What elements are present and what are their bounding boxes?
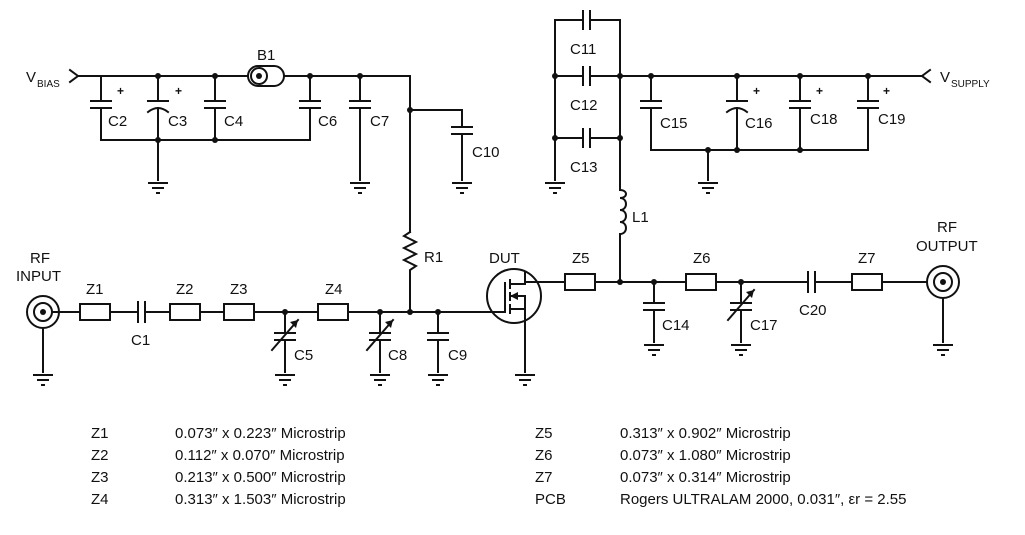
c19-polarity: + xyxy=(883,84,890,98)
vbias-label: V xyxy=(26,69,36,86)
c16-polarity: + xyxy=(753,84,760,98)
b1-label: B1 xyxy=(257,47,275,64)
rf-input-label-2: INPUT xyxy=(16,268,61,285)
rf-input-label-1: RF xyxy=(30,250,50,267)
z5-label: Z5 xyxy=(572,250,590,267)
c4-label: C4 xyxy=(224,113,243,130)
c3-polarity: + xyxy=(175,84,182,98)
c1-label: C1 xyxy=(131,332,150,349)
input-network: RF INPUT Z1 C1 Z2 Z3 C5 xyxy=(16,250,491,386)
z3-label: Z3 xyxy=(230,281,248,298)
c16-label: C16 xyxy=(745,115,773,132)
c11-label: C11 xyxy=(570,41,596,58)
c19-label: C19 xyxy=(878,111,906,128)
output-network: Z5 C14 Z6 C17 C20 Z7 RF OUTPUT xyxy=(524,219,978,356)
z7-label: Z7 xyxy=(858,250,876,267)
z2-label: Z2 xyxy=(176,281,194,298)
c5-label: C5 xyxy=(294,347,313,364)
r1-label: R1 xyxy=(424,249,443,266)
vsupply-subscript: SUPPLY xyxy=(951,79,990,90)
microstrip-z5 xyxy=(564,273,596,291)
z4-label: Z4 xyxy=(325,281,343,298)
microstrip-z7 xyxy=(851,273,883,291)
bias-network: V BIAS B1 + C2 + C3 xyxy=(26,47,500,313)
microstrip-z1 xyxy=(79,303,111,321)
c2-label: C2 xyxy=(108,113,127,130)
c13-label: C13 xyxy=(570,159,598,176)
c3-label: C3 xyxy=(168,113,187,130)
vsupply-label: V xyxy=(940,69,950,86)
supply-network: L1 C11 C12 C13 V SUPPLY xyxy=(544,10,990,283)
l1-label: L1 xyxy=(632,209,649,226)
microstrip-z4 xyxy=(317,303,349,321)
c18-polarity: + xyxy=(816,84,823,98)
microstrip-z3 xyxy=(223,303,255,321)
c15-label: C15 xyxy=(660,115,688,132)
c14-label: C14 xyxy=(662,317,690,334)
c10-label: C10 xyxy=(472,144,500,161)
z1-label: Z1 xyxy=(86,281,104,298)
vbias-subscript: BIAS xyxy=(37,79,60,90)
c20-label: C20 xyxy=(799,302,827,319)
microstrip-z2 xyxy=(169,303,201,321)
dut-label: DUT xyxy=(489,250,520,267)
inductor-l1 xyxy=(618,188,627,236)
c18-label: C18 xyxy=(810,111,838,128)
z6-label: Z6 xyxy=(693,250,711,267)
rf-output-label-1: RF xyxy=(937,219,957,236)
dut-transistor-icon xyxy=(486,268,542,373)
resistor-r1 xyxy=(401,230,419,313)
ferrite-bead-b1 xyxy=(247,65,285,87)
c7-label: C7 xyxy=(370,113,389,130)
vbias-connector-icon xyxy=(68,68,80,84)
c17-label: C17 xyxy=(750,317,778,334)
c6-label: C6 xyxy=(318,113,337,130)
c12-label: C12 xyxy=(570,97,598,114)
vsupply-connector-icon xyxy=(920,68,932,84)
rf-output-connector-icon xyxy=(926,265,960,299)
c9-label: C9 xyxy=(448,347,467,364)
microstrip-z6 xyxy=(685,273,717,291)
c2-polarity: + xyxy=(117,84,124,98)
c8-label: C8 xyxy=(388,347,407,364)
rf-output-label-2: OUTPUT xyxy=(916,238,978,255)
